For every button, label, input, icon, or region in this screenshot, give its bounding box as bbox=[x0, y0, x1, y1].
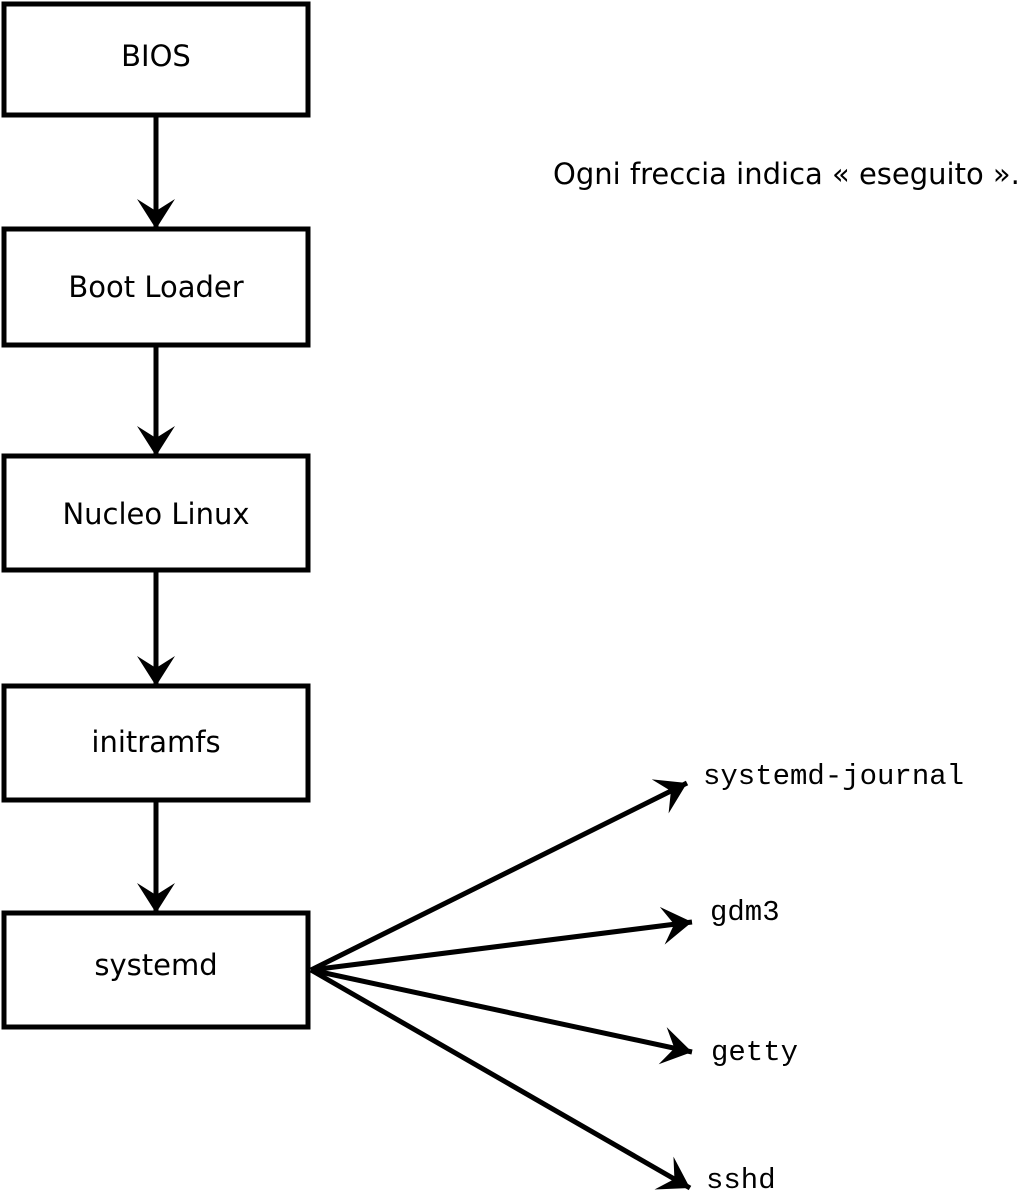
node-boot-loader: Boot Loader bbox=[1, 226, 311, 348]
bios-label: BIOS bbox=[121, 39, 191, 73]
arrow-systemd-to-gdm3 bbox=[310, 906, 693, 973]
systemd-label: systemd bbox=[94, 948, 217, 982]
initramfs-box bbox=[1, 683, 311, 803]
service-label-getty: getty bbox=[711, 1036, 798, 1069]
arrow-systemd-to-sshd bbox=[309, 967, 692, 1191]
service-label-gdm3: gdm3 bbox=[710, 896, 780, 929]
initramfs-label: initramfs bbox=[91, 725, 220, 759]
node-nucleo-linux: Nucleo Linux bbox=[1, 453, 311, 573]
node-systemd: systemd bbox=[1, 910, 311, 1030]
arrow-meaning-annotation: Ogni freccia indica « eseguito ». bbox=[553, 157, 1020, 191]
nucleo-linux-label: Nucleo Linux bbox=[62, 497, 249, 531]
node-bios: BIOS bbox=[1, 1, 311, 118]
node-initramfs: initramfs bbox=[1, 683, 311, 803]
service-labels: systemd-journal gdm3 getty sshd bbox=[703, 760, 964, 1193]
boot-loader-box bbox=[1, 226, 311, 348]
nucleo-linux-box bbox=[1, 453, 311, 573]
systemd-box bbox=[1, 910, 311, 1030]
arrow-systemd-to-journal bbox=[309, 779, 689, 973]
bios-box bbox=[1, 1, 311, 118]
arrow-systemd-to-getty bbox=[310, 967, 693, 1065]
boot-loader-label: Boot Loader bbox=[68, 270, 243, 304]
service-label-systemd-journal: systemd-journal bbox=[703, 760, 964, 793]
systemd-service-arrows bbox=[309, 779, 693, 1191]
service-label-sshd: sshd bbox=[706, 1164, 776, 1193]
